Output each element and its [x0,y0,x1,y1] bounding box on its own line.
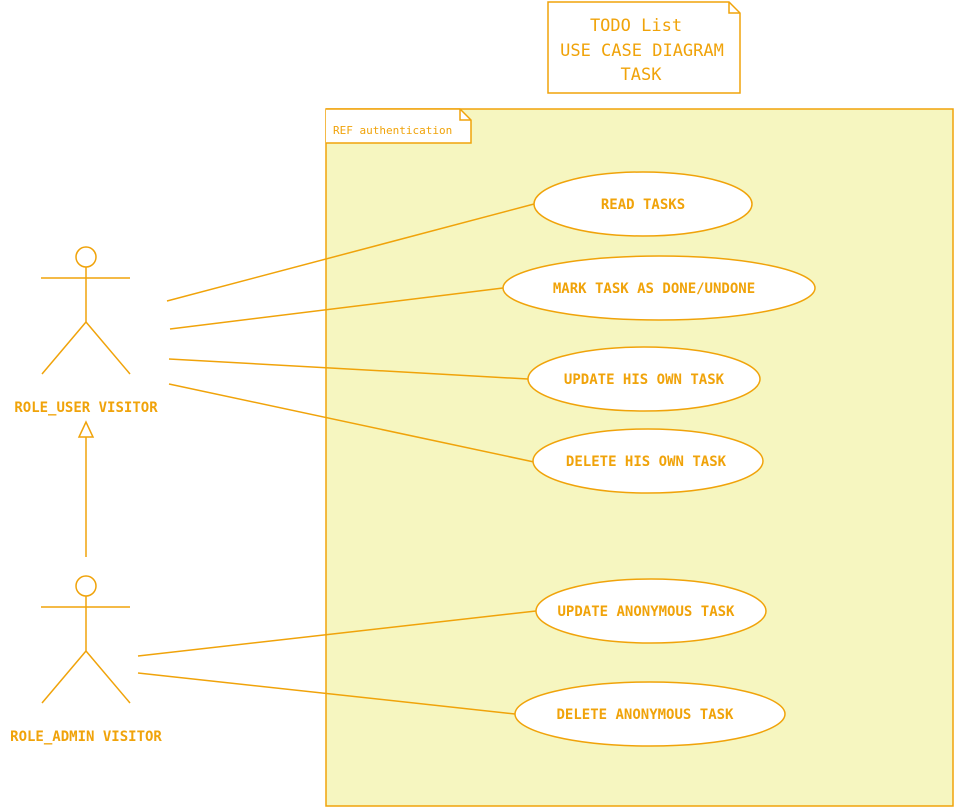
actor-role-admin [41,575,131,704]
use-case-mark-task-done-undone[interactable]: MARK TASK AS DONE/UNDONE [502,255,816,321]
title-line-1: TODO List [590,16,682,36]
title-note-fold [728,2,740,14]
actor-user-label: ROLE_USER VISITOR [14,400,158,416]
use-case-delete-his-own-task[interactable]: DELETE HIS OWN TASK [532,428,764,494]
use-case-update-anon-label: UPDATE ANONYMOUS TASK [557,604,735,620]
boundary-label-fold [459,109,471,121]
assoc-admin-delete-anon [137,672,516,715]
actor-admin-label: ROLE_ADMIN VISITOR [10,729,162,745]
use-case-delete-anon-label: DELETE ANONYMOUS TASK [556,707,734,723]
assoc-user-update-own [168,358,529,380]
actor-role-user [41,246,131,375]
actor-admin-head [75,575,97,597]
actor-user-right-leg [85,321,131,375]
use-case-update-own-shape [527,346,761,412]
assoc-user-delete-own [168,383,535,463]
use-case-delete-anon-shape [514,681,786,747]
title-note-shape [547,1,741,94]
title-note: TODO List USE CASE DIAGRAM TASK [547,1,741,94]
use-case-update-anonymous-task[interactable]: UPDATE ANONYMOUS TASK [535,578,767,644]
actor-admin-left-leg [41,650,87,704]
assoc-user-read-tasks [166,203,535,302]
use-case-delete-own-shape [532,428,764,494]
generalization-arrow [77,420,95,557]
assoc-admin-update-anon [137,610,537,657]
actor-user-left-leg [41,321,87,375]
use-case-mark-task-shape [502,255,816,321]
use-case-read-tasks-shape [533,171,753,237]
assoc-user-mark-task [169,287,504,330]
associations [137,203,537,715]
use-case-update-his-own-task[interactable]: UPDATE HIS OWN TASK [527,346,761,412]
actor-user-head [75,246,97,268]
use-case-update-own-label: UPDATE HIS OWN TASK [564,372,725,388]
boundary-label: REF authentication [333,124,452,137]
actor-admin-right-leg [85,650,131,704]
title-line-3: TASK [621,65,663,85]
use-case-read-tasks-label: READ TASKS [601,197,685,213]
use-case-mark-task-label: MARK TASK AS DONE/UNDONE [553,281,755,297]
title-line-2: USE CASE DIAGRAM [560,41,724,61]
use-case-read-tasks[interactable]: READ TASKS [533,171,753,237]
generalization-arrowhead [77,420,95,438]
use-case-delete-own-label: DELETE HIS OWN TASK [566,454,727,470]
use-case-update-anon-shape [535,578,767,644]
use-case-delete-anonymous-task[interactable]: DELETE ANONYMOUS TASK [514,681,786,747]
